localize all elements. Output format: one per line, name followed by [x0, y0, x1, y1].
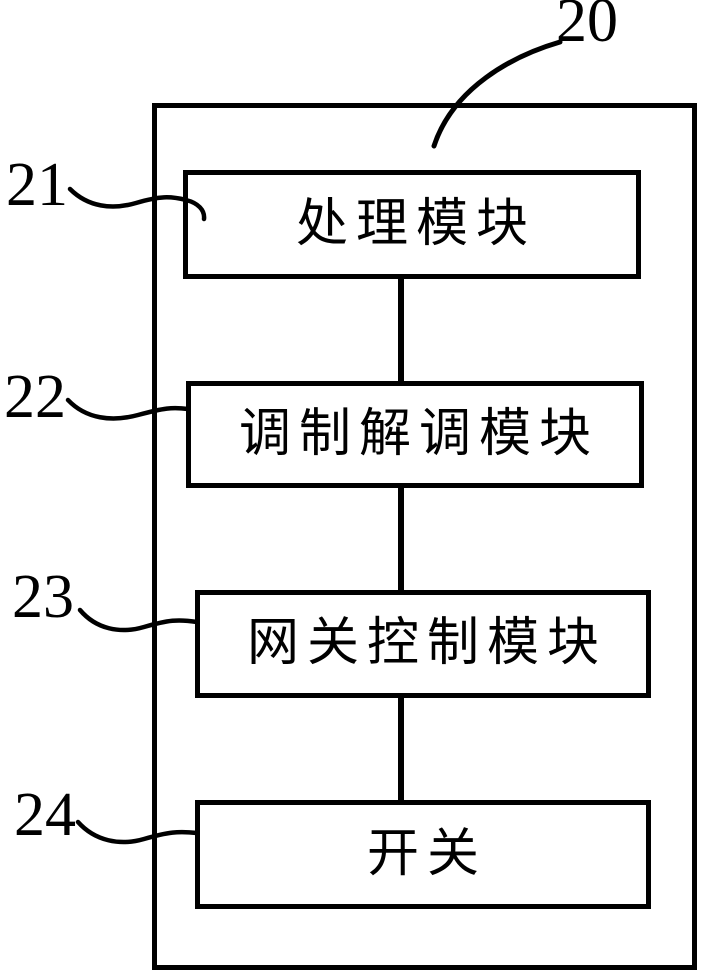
module-box-modem: 调制解调模块: [186, 381, 644, 488]
ref-label-gateway-control: 23: [12, 563, 74, 631]
module-label-gateway-control: 网关控制模块: [246, 615, 607, 672]
ref-label-modem: 22: [4, 363, 66, 431]
device-outer-box: [152, 103, 697, 970]
module-label-modem: 调制解调模块: [238, 405, 599, 463]
module-label-processing: 处理模块: [295, 195, 536, 253]
module-box-processing: 处理模块: [183, 170, 641, 279]
connector-line-processing-modem: [398, 279, 404, 381]
module-label-switch: 开关: [366, 825, 487, 883]
module-box-switch: 开关: [195, 800, 651, 909]
connector-line-gateway-switch: [398, 698, 404, 800]
module-box-gateway-control: 网关控制模块: [195, 590, 651, 698]
connector-line-modem-gateway: [398, 488, 404, 590]
ref-label-processing: 21: [6, 151, 68, 219]
ref-label-device: 20: [556, 0, 618, 55]
ref-label-switch: 24: [14, 781, 76, 849]
